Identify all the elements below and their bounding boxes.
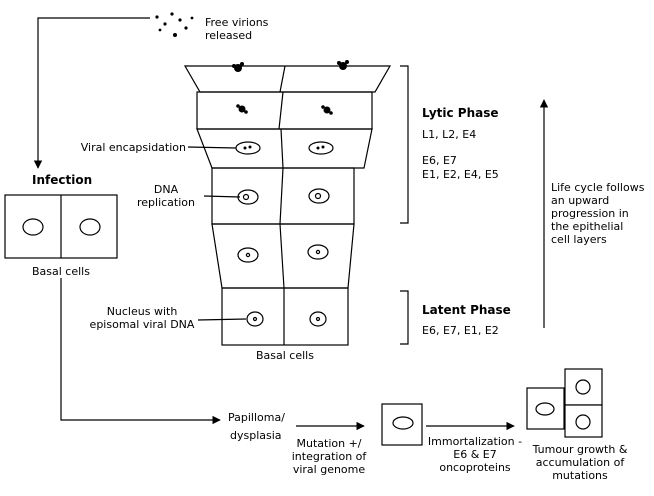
lytic-genes-line1: L1, L2, E4 — [422, 128, 477, 141]
immortalization-label-line2: E6 & E7 — [453, 448, 497, 461]
mutation-label-line2: integration of — [291, 450, 367, 463]
lytic-genes-line2: E6, E7 — [422, 154, 457, 167]
basal-to-papilloma-arrow — [60, 278, 221, 425]
dna-replication-label-line2: replication — [136, 196, 195, 209]
column-basal-cells-label: Basal cells — [256, 349, 314, 362]
nucleus-label-line2: episomal viral DNA — [89, 318, 195, 331]
encapsidation-pointer — [187, 146, 237, 149]
lifecycle-note-line2: an upward — [551, 194, 610, 207]
lytic-phase-title: Lytic Phase — [422, 106, 499, 120]
tumour-cell-cluster — [526, 368, 603, 438]
viral-encapsidation-label: Viral encapsidation — [80, 141, 186, 154]
latent-bracket — [400, 290, 409, 345]
lifecycle-note-line4: the epithelial — [551, 220, 624, 233]
lytic-genes-line3: E1, E2, E4, E5 — [422, 168, 499, 181]
immortalized-cell — [381, 403, 423, 446]
lifecycle-note-line5: cell layers — [551, 233, 607, 246]
free-virions-label-line1: Free virions — [205, 16, 269, 29]
immortalization-label-line1: Immortalization - — [427, 435, 523, 448]
lifecycle-note-line3: progression in — [551, 207, 629, 220]
dna-replication-label-line1: DNA — [153, 183, 179, 196]
infection-basal-cells-label: Basal cells — [32, 265, 90, 278]
immortalization-label-line3: oncoproteins — [439, 461, 511, 474]
lifecycle-note-line1: Life cycle follows — [551, 181, 645, 194]
latent-phase-title: Latent Phase — [422, 303, 511, 317]
lytic-bracket — [400, 65, 409, 224]
nucleus-pointer — [197, 318, 247, 321]
tumour-label-line1: Tumour growth & — [532, 443, 628, 456]
latent-genes-line1: E6, E7, E1, E2 — [422, 324, 499, 337]
papilloma-label-line1: Papilloma/ — [228, 411, 285, 424]
infection-label: Infection — [32, 173, 93, 187]
mutation-label-line3: viral genome — [292, 463, 366, 476]
epithelial-column — [183, 60, 392, 346]
tumour-label-line2: accumulation of — [535, 456, 625, 469]
free-virions-label-line2: released — [205, 29, 253, 42]
infection-basal-cells — [4, 194, 118, 259]
replication-pointer — [203, 195, 241, 198]
virions-to-infection-arrow — [33, 17, 150, 169]
tumour-label-line3: mutations — [552, 469, 608, 482]
free-virions-dots — [155, 12, 194, 37]
papilloma-label-line2: dysplasia — [230, 429, 282, 442]
mutation-label-line1: Mutation +/ — [296, 437, 362, 450]
nucleus-label-line1: Nucleus with — [106, 305, 178, 318]
